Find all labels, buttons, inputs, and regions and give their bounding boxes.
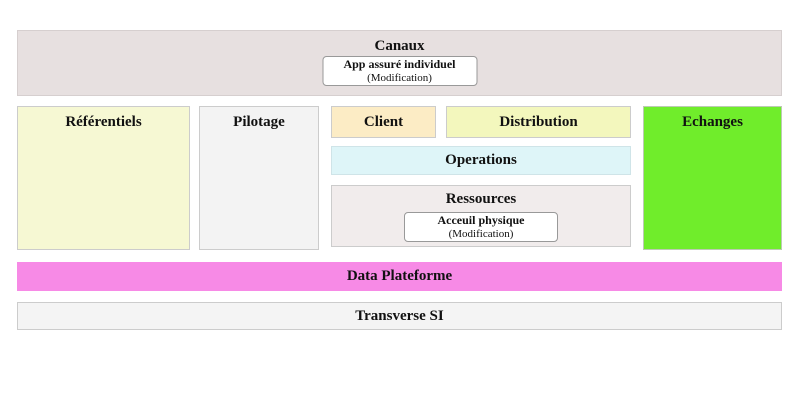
layer-ressources: Ressources Acceuil physique (Modificatio… [331,185,631,247]
layer-canaux: Canaux App assuré individuel (Modificati… [17,30,782,96]
layer-client: Client [331,106,436,138]
layer-data-plateforme: Data Plateforme [17,262,782,291]
app-node-canaux-title: App assuré individuel [343,56,456,71]
layer-referentiels-title: Référentiels [65,114,142,130]
layer-data-plateforme-title: Data Plateforme [346,268,453,285]
layer-transverse-si: Transverse SI [17,302,782,330]
layer-pilotage-title: Pilotage [233,114,285,130]
layer-ressources-title: Ressources [445,191,517,207]
app-node-canaux-subtitle: (Modification) [367,71,432,84]
app-node-ressources-title: Acceuil physique [437,212,525,227]
app-node-canaux: App assuré individuel (Modification) [322,56,477,86]
layer-distribution: Distribution [446,106,631,138]
layer-distribution-title: Distribution [499,113,578,130]
app-node-ressources-subtitle: (Modification) [448,227,514,240]
layer-transverse-si-title: Transverse SI [355,307,444,324]
layer-echanges: Echanges [643,106,782,250]
layer-pilotage: Pilotage [199,106,319,250]
layer-operations: Operations [331,146,631,175]
layer-echanges-title: Echanges [682,114,743,130]
layer-referentiels: Référentiels [17,106,190,250]
layer-operations-title: Operations [445,152,517,169]
layer-canaux-title: Canaux [374,38,425,54]
app-node-ressources: Acceuil physique (Modification) [404,212,558,242]
layer-client-title: Client [363,113,404,130]
